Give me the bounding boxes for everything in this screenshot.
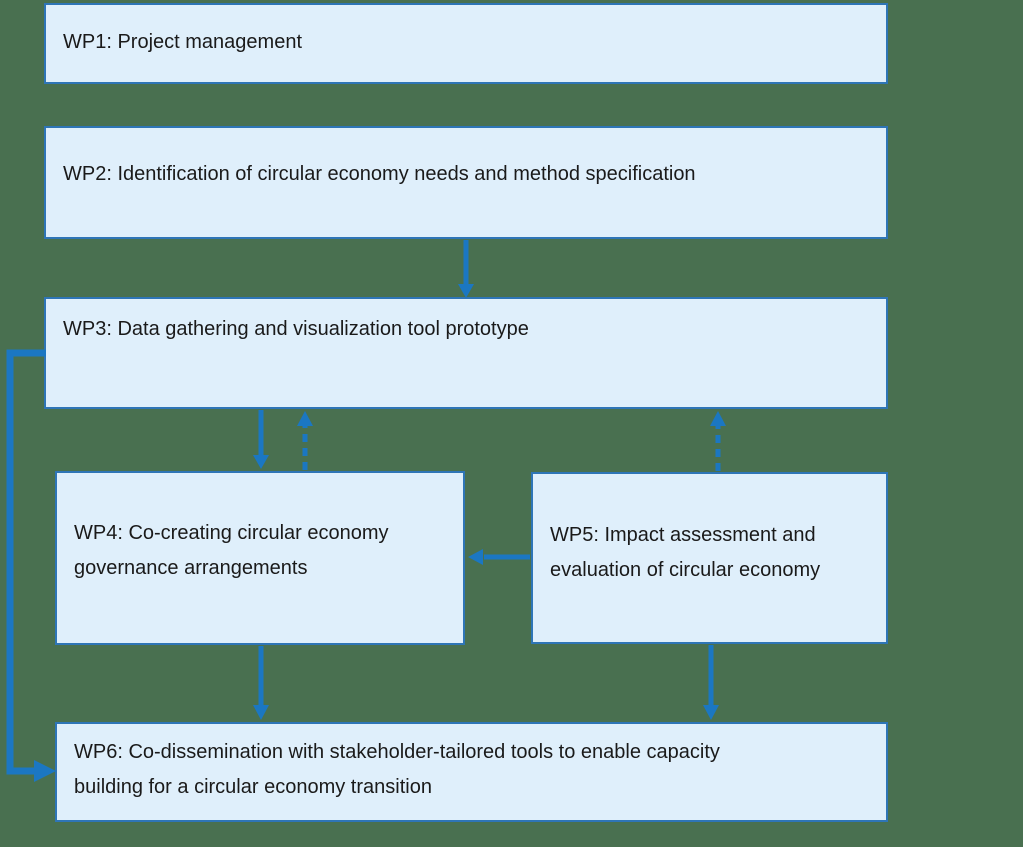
arrow-wp3-to-wp6-feedback-loop [6,349,56,782]
wp5-box: WP5: Impact assessment and evaluation of… [531,472,888,644]
arrow-wp5-to-wp3-dashed [710,411,726,471]
wp3-label: WP3: Data gathering and visualization to… [63,318,529,340]
arrow-wp5-to-wp4 [468,549,530,565]
arrow-wp4-to-wp6 [253,646,269,720]
wp4-box: WP4: Co-creating circular economy govern… [55,471,465,645]
wp4-label: WP4: Co-creating circular economy govern… [74,522,389,579]
wp1-box: WP1: Project management [44,3,888,84]
wp5-label: WP5: Impact assessment and evaluation of… [550,524,821,581]
wp1-label: WP1: Project management [63,31,302,53]
wp2-box: WP2: Identification of circular economy … [44,126,888,239]
arrow-wp2-to-wp3 [458,240,474,298]
wp2-label: WP2: Identification of circular economy … [63,163,696,185]
wp6-box: WP6: Co-dissemination with stakeholder-t… [55,722,888,822]
arrow-wp4-to-wp3-dashed [297,411,313,470]
arrow-wp5-to-wp6 [703,645,719,720]
wp3-box: WP3: Data gathering and visualization to… [44,297,888,409]
arrow-wp3-to-wp4 [253,410,269,469]
wp6-label: WP6: Co-dissemination with stakeholder-t… [74,741,720,798]
